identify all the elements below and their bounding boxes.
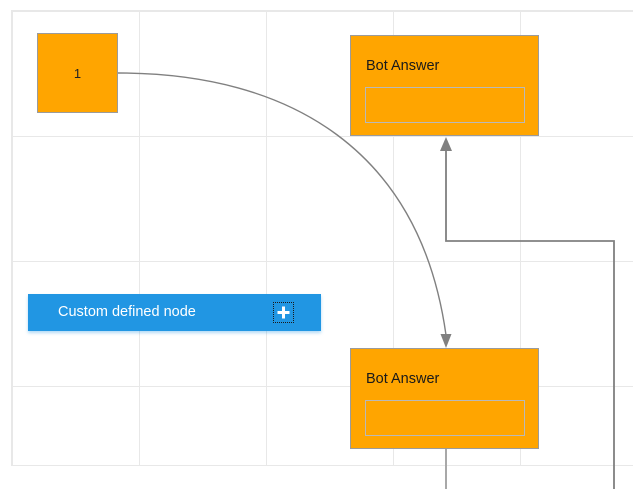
node-start-label: 1 <box>73 65 82 81</box>
node-start[interactable]: 1 <box>37 33 118 113</box>
canvas-grid-bottom-line <box>11 465 633 466</box>
custom-defined-node-bar[interactable]: Custom defined node <box>28 294 321 331</box>
node-bot-answer-bottom-title: Bot Answer <box>366 371 440 387</box>
node-bot-answer-bottom-slot[interactable] <box>365 400 525 436</box>
node-bot-answer-top-slot[interactable] <box>365 87 525 123</box>
node-bot-answer-top-title: Bot Answer <box>366 58 440 74</box>
plus-icon[interactable] <box>273 302 294 323</box>
node-bot-answer-bottom[interactable]: Bot Answer <box>350 348 539 449</box>
node-bot-answer-top[interactable]: Bot Answer <box>350 35 539 136</box>
custom-defined-node-label: Custom defined node <box>58 304 196 321</box>
